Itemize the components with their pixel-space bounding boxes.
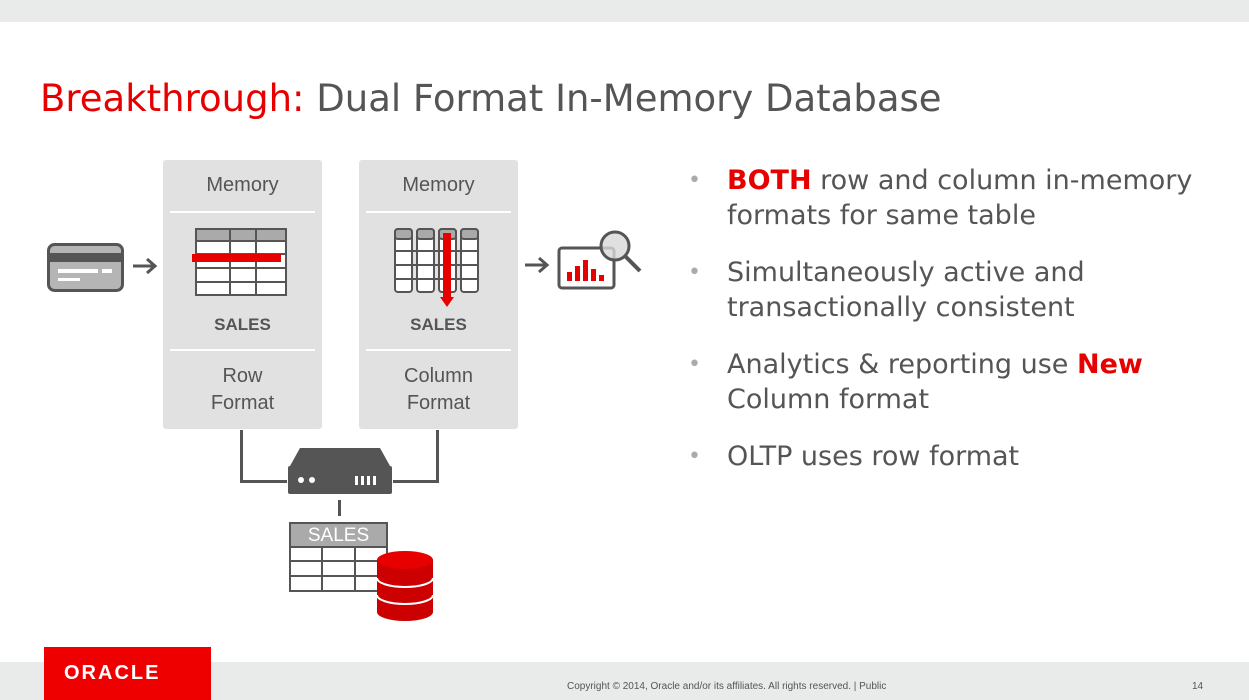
logo-text: ORACLE xyxy=(64,662,161,684)
format-line-2: Format xyxy=(210,392,275,414)
bullet-item: • Simultaneously active and transactional… xyxy=(688,255,1208,325)
bullet-marker: • xyxy=(688,260,701,285)
bullet-text: row and column in-memory formats for sam… xyxy=(727,165,1193,231)
page-number: 14 xyxy=(1192,681,1204,692)
memory-label: Memory xyxy=(206,174,279,196)
server-icon xyxy=(288,448,392,494)
divider xyxy=(366,211,511,213)
memory-label: Memory xyxy=(402,174,475,196)
bullet-marker: • xyxy=(688,352,701,377)
table-grid-icon xyxy=(289,546,388,592)
arrow-right-icon xyxy=(525,256,550,274)
format-line-2: Format xyxy=(406,392,471,414)
row-format-panel: Memory SALES Row Format xyxy=(163,160,322,429)
connector-line xyxy=(240,480,287,483)
bullet-highlight: BOTH xyxy=(727,165,812,196)
format-label: Row Format xyxy=(163,363,322,417)
bullet-item: • Analytics & reporting use New Column fo… xyxy=(688,347,1208,417)
column-format-panel: Memory SALES Column Format xyxy=(359,160,518,429)
slide-title: Breakthrough: Dual Format In-Memory Data… xyxy=(40,77,942,121)
title-highlight: Breakthrough: xyxy=(40,77,305,120)
connector-line xyxy=(393,480,438,483)
table-name: SALES xyxy=(410,315,467,334)
arrow-right-icon xyxy=(133,257,158,275)
bullet-text: Analytics & reporting use xyxy=(727,349,1077,380)
divider xyxy=(170,211,315,213)
format-line-1: Column xyxy=(404,365,473,387)
bullet-list: • BOTH row and column in-memory formats f… xyxy=(688,163,1208,496)
column-table-icon xyxy=(394,228,479,307)
connector-line xyxy=(338,500,341,516)
divider xyxy=(366,349,511,351)
bullet-text: OLTP uses row format xyxy=(727,441,1020,472)
bullet-highlight: New xyxy=(1077,349,1143,380)
bullet-text: Simultaneously active and transactionall… xyxy=(727,257,1085,323)
bullet-marker: • xyxy=(688,444,701,469)
row-table-icon xyxy=(192,228,287,296)
bullet-text: Column format xyxy=(727,384,930,415)
copyright-notice: Copyright © 2014, Oracle and/or its affi… xyxy=(567,681,887,692)
format-label: Column Format xyxy=(359,363,518,417)
database-cylinder-icon xyxy=(376,551,434,621)
title-text: Dual Format In-Memory Database xyxy=(304,77,942,120)
bullet-item: • OLTP uses row format xyxy=(688,439,1208,474)
database-table-name: SALES xyxy=(289,522,388,548)
oracle-logo: ORACLE xyxy=(44,647,211,700)
credit-card-icon xyxy=(47,243,124,292)
connector-line xyxy=(436,430,439,483)
bullet-item: • BOTH row and column in-memory formats f… xyxy=(688,163,1208,233)
analytics-magnifier-icon xyxy=(557,230,642,290)
divider xyxy=(170,349,315,351)
database-table: SALES xyxy=(289,522,388,592)
table-name: SALES xyxy=(214,315,271,334)
bullet-marker: • xyxy=(688,168,701,193)
connector-line xyxy=(240,430,243,483)
format-line-1: Row xyxy=(222,365,263,387)
